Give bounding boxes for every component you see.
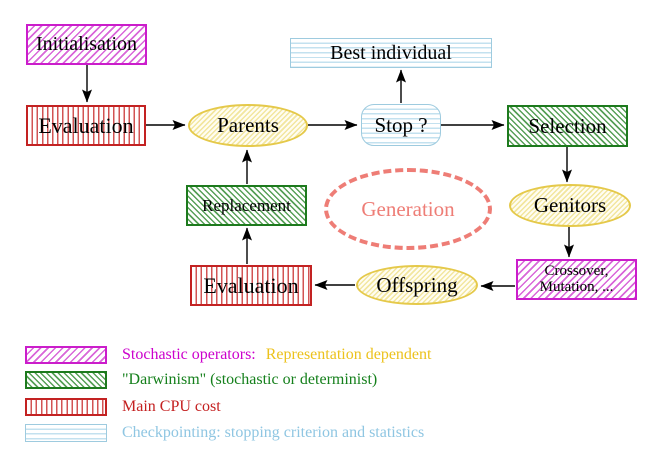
node-stop: Stop ? xyxy=(361,104,441,146)
node-stop-label: Stop ? xyxy=(374,112,428,137)
node-evaluation-top-label: Evaluation xyxy=(38,112,134,138)
node-generation-label: Generation xyxy=(361,196,455,221)
node-offspring: Offspring xyxy=(356,265,478,305)
node-evaluation-bottom: Evaluation xyxy=(190,265,312,306)
legend-swatch-red-stripes xyxy=(25,397,107,416)
node-genitors: Genitors xyxy=(509,184,631,227)
legend-swatch-cyan-stripes xyxy=(25,423,107,442)
node-parents: Parents xyxy=(188,104,308,147)
node-parents-label: Parents xyxy=(217,113,279,138)
node-selection: Selection xyxy=(507,105,628,147)
node-replacement-label: Replacement xyxy=(202,195,291,215)
legend-row-checkpointing: Checkpointing: stopping criterion and st… xyxy=(25,423,424,442)
legend-text-main-cpu-cost: Main CPU cost xyxy=(122,397,221,415)
node-evaluation-bottom-label: Evaluation xyxy=(203,272,299,298)
legend-row-darwinism: "Darwinism" (stochastic or determinist) xyxy=(25,370,377,389)
node-evaluation-top: Evaluation xyxy=(26,105,146,146)
node-generation: Generation xyxy=(324,168,492,250)
node-genitors-label: Genitors xyxy=(533,193,607,218)
legend-text-checkpointing: Checkpointing: stopping criterion and st… xyxy=(122,423,425,441)
legend-swatch-green-hatch xyxy=(25,370,107,389)
node-best-individual-label: Best individual xyxy=(330,41,452,64)
node-initialisation-label: Initialisation xyxy=(35,33,138,55)
legend-label-stochastic: Stochastic operators: Representation depe… xyxy=(122,346,431,364)
legend-row-stochastic-operators: Stochastic operators: Representation depe… xyxy=(25,345,431,364)
node-selection-label: Selection xyxy=(528,113,607,138)
node-initialisation: Initialisation xyxy=(26,24,147,65)
legend-text-darwinism: "Darwinism" (stochastic or determinist) xyxy=(122,370,378,388)
legend-text-representation-dependent: Representation dependent xyxy=(265,345,432,363)
node-best-individual: Best individual xyxy=(290,38,492,68)
node-crossover-line2: Mutation, ... xyxy=(539,278,614,295)
node-replacement: Replacement xyxy=(186,185,307,226)
legend-text-stochastic-operators: Stochastic operators: xyxy=(122,345,256,363)
legend-row-main-cpu-cost: Main CPU cost xyxy=(25,397,221,416)
node-offspring-label: Offspring xyxy=(376,272,458,297)
legend-swatch-magenta-hatch xyxy=(25,345,107,364)
node-crossover-line1: Crossover, xyxy=(544,262,609,279)
node-crossover-mutation: Crossover, Mutation, ... xyxy=(516,259,637,300)
